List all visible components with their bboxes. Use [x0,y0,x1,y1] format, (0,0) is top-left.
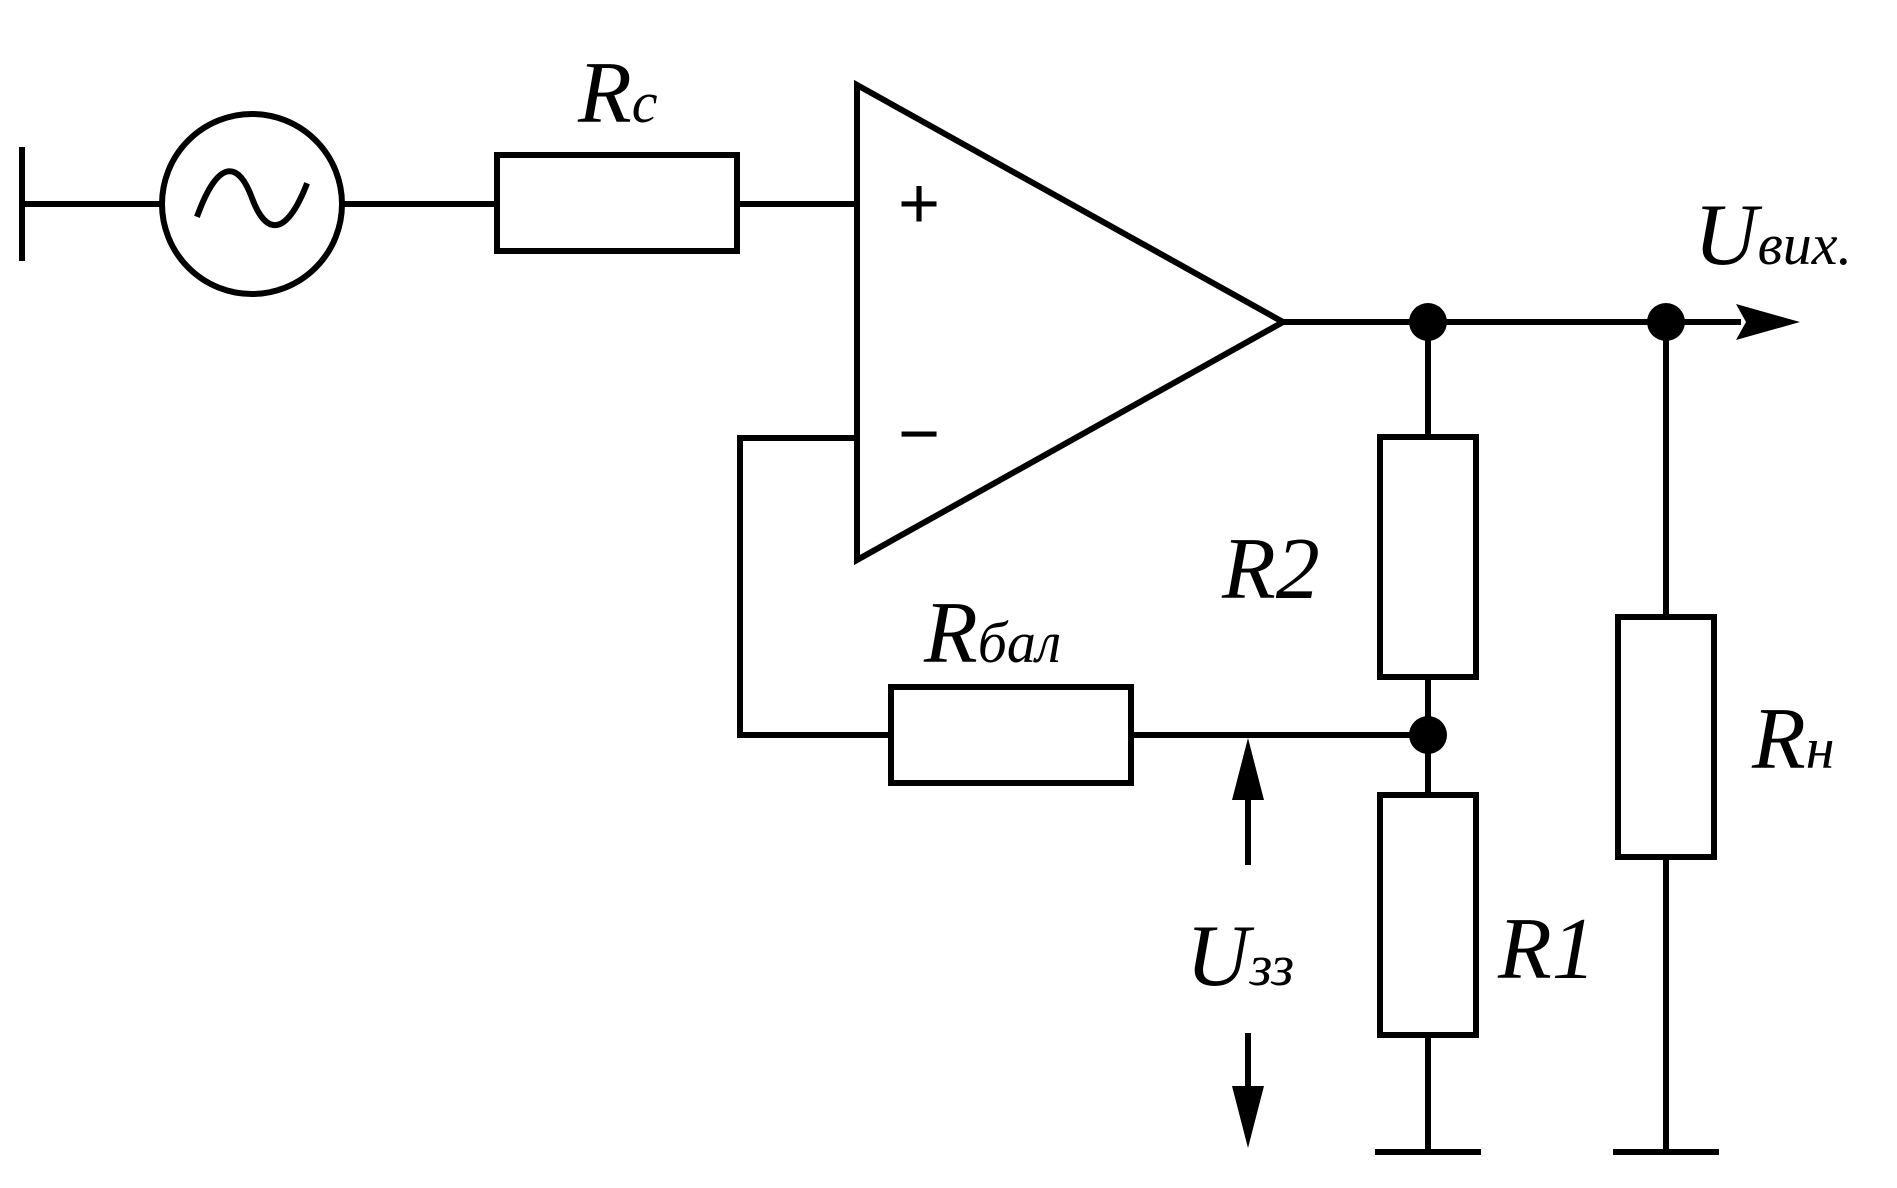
label-r2: R2 [1221,521,1320,618]
feedback-return-wire [737,435,894,738]
resistor-r2 [1377,434,1479,680]
label-rn: Rн [1751,691,1835,788]
feedback-arrow-up-icon [1232,738,1264,800]
label-rc: Rc [577,45,658,142]
resistor-r1 [1377,792,1479,1038]
ac-source-icon [159,111,345,297]
opamp-triangle [854,79,1290,566]
label-r1: R1 [1497,901,1596,998]
output-arrow-icon [1736,304,1800,340]
opamp-minus-sign: − [898,394,940,474]
resistor-rbal [888,684,1134,786]
feedback-arrow-down-icon [1232,1086,1264,1148]
label-feedback-voltage: Uзз [1186,908,1294,1005]
label-output-voltage: Uвих. [1694,187,1852,284]
label-rbal: Rбал [923,585,1061,682]
resistor-rn [1615,614,1717,860]
opamp-plus-sign: + [898,164,940,244]
resistor-rc [494,152,740,254]
